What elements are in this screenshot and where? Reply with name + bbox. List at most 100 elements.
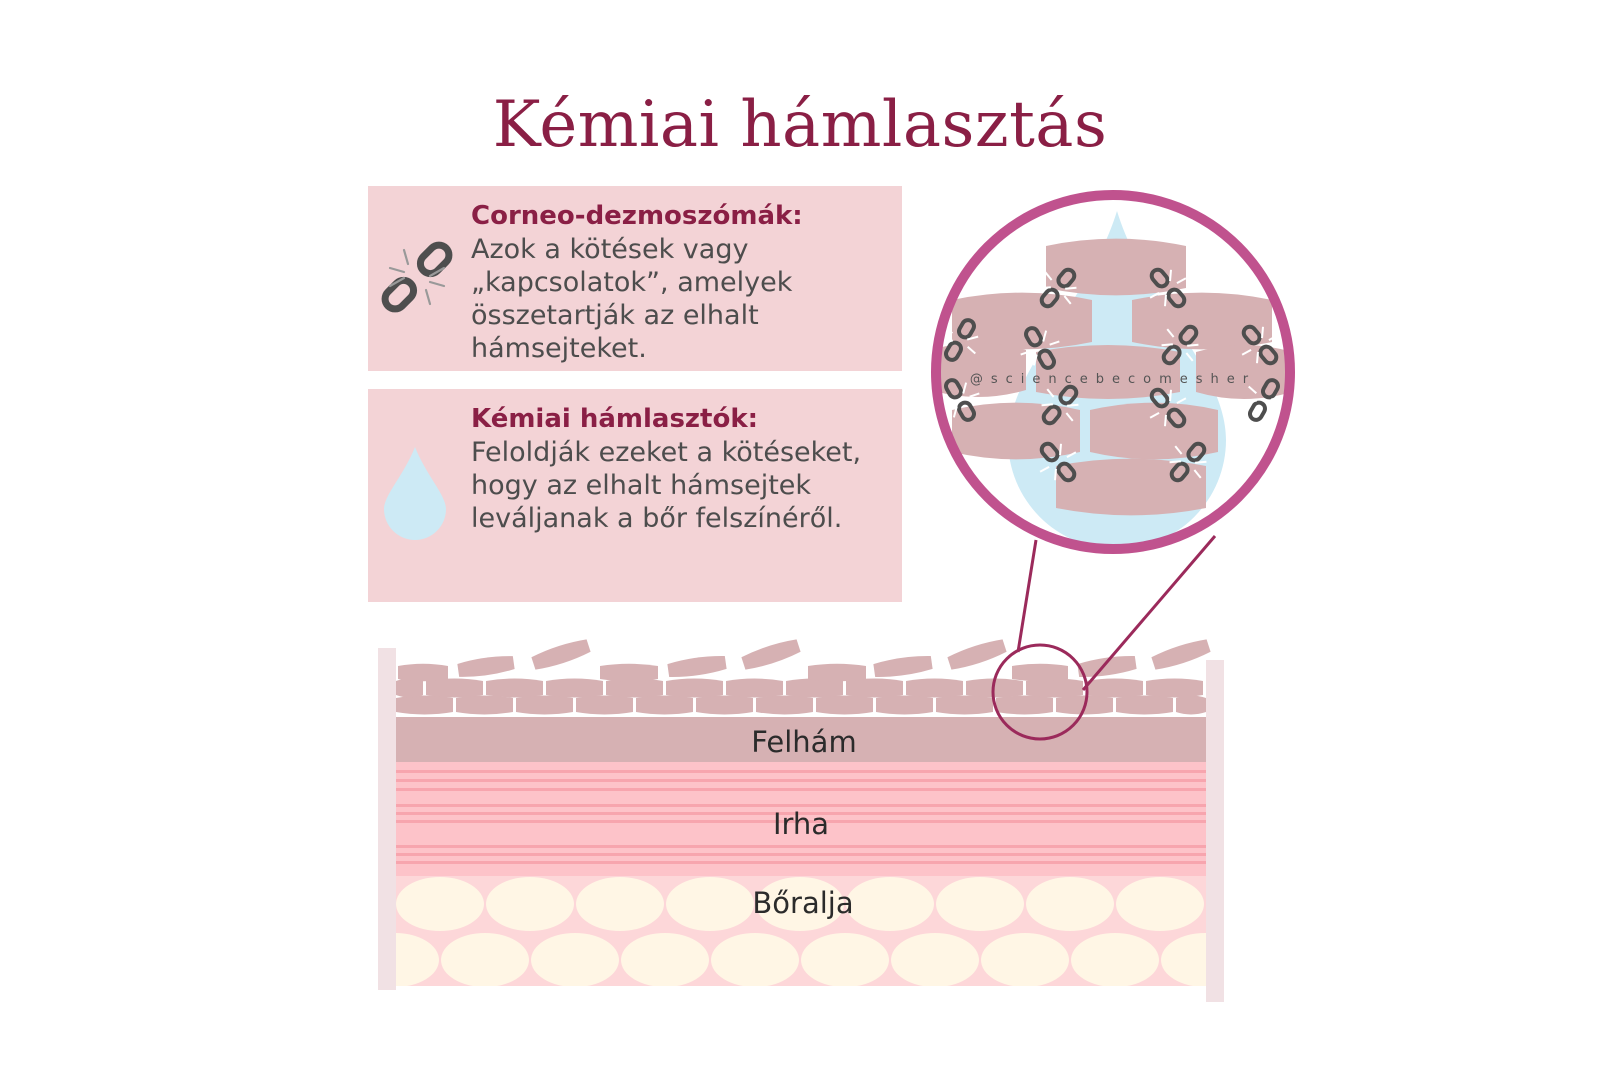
corneocyte xyxy=(936,343,1026,397)
page-title: Kémiai hámlasztás xyxy=(492,88,1108,162)
hypodermis-layer xyxy=(261,876,1384,987)
dermis-fiber xyxy=(396,845,1206,848)
info-box-exfoliants: Kémiai hámlasztók: Feloldják ezeket a kö… xyxy=(368,389,902,602)
flaking-cell xyxy=(667,656,727,677)
flaking-cell xyxy=(398,663,448,682)
box-heading: Kémiai hámlasztók: xyxy=(471,404,759,434)
zoom-highlight-circle xyxy=(991,643,1089,741)
fat-cell xyxy=(891,933,979,986)
skin-cell xyxy=(1026,678,1083,698)
epidermis-layer xyxy=(396,639,1211,762)
fat-cell xyxy=(666,877,754,931)
hypodermis-label: Bőralja xyxy=(752,886,853,920)
flaking-cell xyxy=(1151,639,1211,670)
corneocyte xyxy=(1196,345,1290,399)
skin-cell xyxy=(726,678,783,698)
broken-chain-icon xyxy=(1039,267,1077,309)
broken-chain-icon xyxy=(381,241,453,313)
right-edge-bar xyxy=(1206,660,1224,1002)
box-body: Azok a kötések vagy „kapcsolatok”, amely… xyxy=(471,234,793,364)
dermis-fiber xyxy=(396,861,1206,864)
corneocyte xyxy=(1046,238,1186,296)
broken-chain-icon xyxy=(1020,326,1060,370)
box-heading: Corneo-dezmoszómák: xyxy=(471,201,803,231)
skin-cell xyxy=(1176,695,1206,715)
flaking-cell xyxy=(873,656,933,677)
dermis-layer xyxy=(396,762,1206,876)
water-drop-icon xyxy=(384,447,446,540)
skin-cell xyxy=(426,678,483,698)
skin-cell xyxy=(816,695,873,715)
fat-cell xyxy=(1071,933,1159,986)
flaking-cell xyxy=(741,639,801,670)
flaking-cell xyxy=(1077,656,1137,677)
skin-cell xyxy=(396,695,453,715)
skin-cell xyxy=(906,678,963,698)
flaking-cell xyxy=(531,639,591,670)
skin-cell xyxy=(546,678,603,698)
flaking-cell xyxy=(1012,663,1068,682)
fat-cell xyxy=(396,877,484,931)
fat-cell xyxy=(846,877,934,931)
dermis-fiber xyxy=(396,770,1206,773)
corneocyte xyxy=(1132,292,1272,350)
fat-cell xyxy=(1251,933,1339,987)
skin-cell xyxy=(636,695,693,715)
skin-cell xyxy=(456,695,513,715)
skin-cell xyxy=(666,678,723,698)
skin-cell xyxy=(786,678,843,698)
broken-chain-icon xyxy=(941,318,979,362)
skin-cell xyxy=(936,695,993,715)
fat-cell xyxy=(1026,877,1114,931)
fat-cell xyxy=(486,877,574,931)
box-body: Feloldják ezeket a kötéseket, hogy az el… xyxy=(471,437,862,534)
magnifier-connector xyxy=(1016,535,1217,691)
magnified-view: @sciencebecomesher xyxy=(931,190,1295,554)
left-edge-bar xyxy=(378,648,396,990)
fat-cell xyxy=(801,933,889,986)
dermis-fiber xyxy=(396,788,1206,791)
fat-cell xyxy=(396,933,439,986)
dermis-fiber xyxy=(396,779,1206,782)
flaking-cell xyxy=(808,663,866,682)
epidermis-label: Felhám xyxy=(751,725,856,759)
fat-cell xyxy=(1161,933,1206,986)
flaking-cell xyxy=(600,663,658,682)
info-box-desmosomes: Corneo-dezmoszómák: Azok a kötések vagy … xyxy=(368,186,902,371)
broken-chain-icon xyxy=(1241,324,1279,366)
broken-chain-icon xyxy=(1149,387,1187,429)
broken-chain-icon xyxy=(1245,378,1283,422)
corneocyte xyxy=(1056,458,1206,516)
skin-cell xyxy=(846,678,903,698)
skin-cell xyxy=(486,678,543,698)
fat-cell xyxy=(756,877,844,931)
fat-cell xyxy=(1296,877,1384,931)
fat-cell xyxy=(261,933,349,987)
skin-cell xyxy=(1146,678,1203,698)
fat-cell xyxy=(576,877,664,931)
skin-cell xyxy=(576,695,633,715)
broken-chain-icon xyxy=(1169,441,1207,483)
broken-chain-icon xyxy=(940,378,980,422)
skin-cell xyxy=(606,678,663,698)
fat-cell xyxy=(621,933,709,986)
corneocyte xyxy=(952,292,1092,350)
corneocyte xyxy=(1090,402,1218,460)
skin-cell xyxy=(516,695,573,715)
dermis-fiber xyxy=(396,820,1206,823)
skin-cell xyxy=(756,695,813,715)
fat-cell xyxy=(981,933,1069,986)
broken-chain-icon xyxy=(1039,441,1077,483)
skin-cell xyxy=(876,695,933,715)
dermis-fiber xyxy=(396,853,1206,856)
fat-cell xyxy=(711,933,799,986)
flaking-cell xyxy=(947,639,1007,670)
skin-cell xyxy=(696,695,753,715)
fat-cell xyxy=(936,877,1024,931)
flaking-cell xyxy=(457,656,515,677)
skin-cell xyxy=(396,678,423,698)
skin-cell xyxy=(1086,678,1143,698)
broken-chain-icon xyxy=(1161,324,1199,366)
watermark: @sciencebecomesher xyxy=(970,372,1256,387)
